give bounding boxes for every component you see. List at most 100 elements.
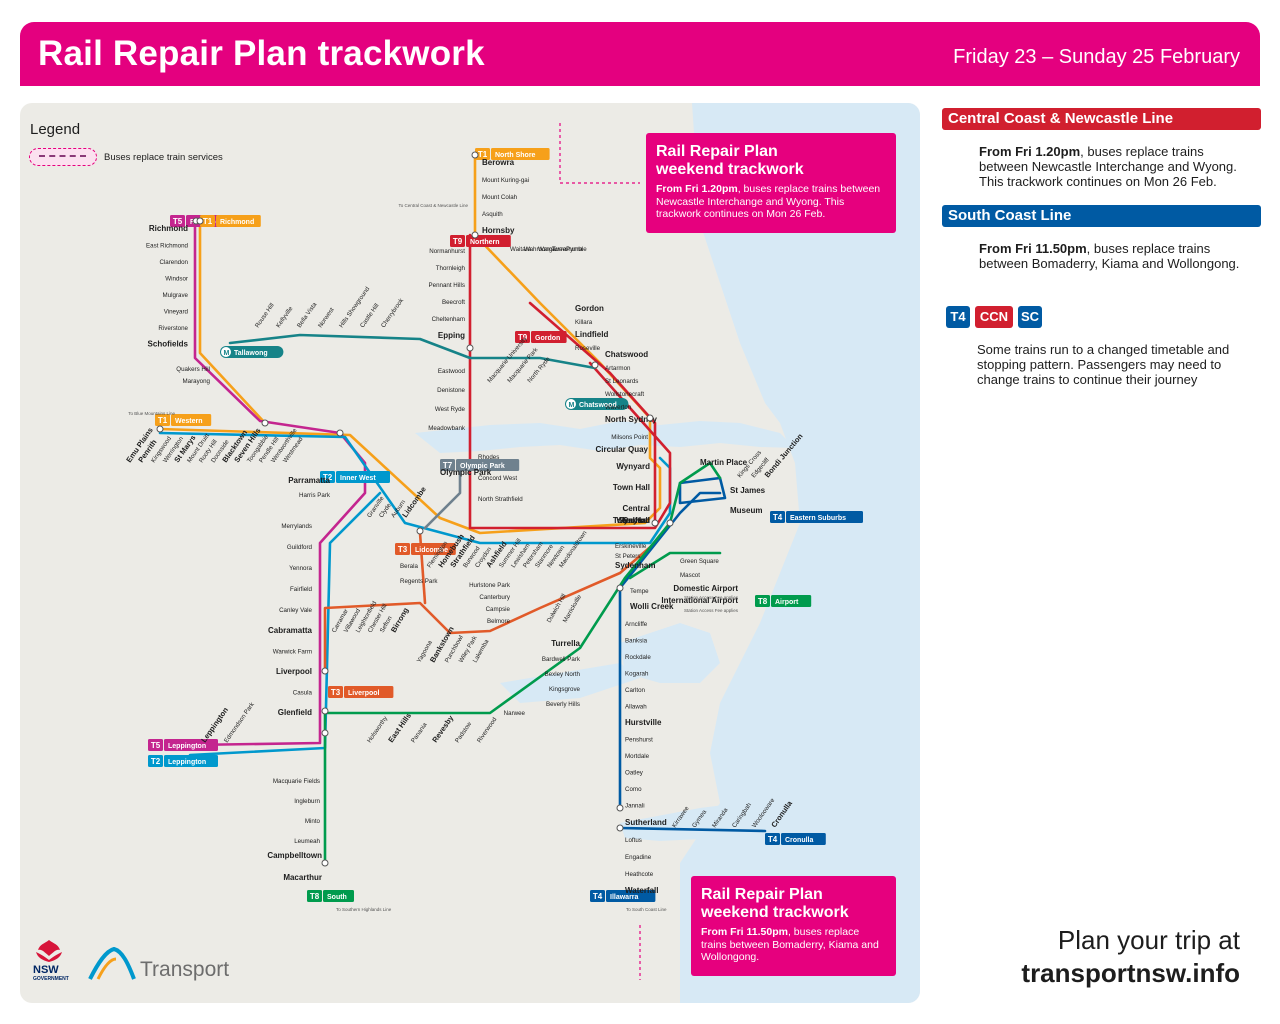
station-label[interactable]: Campsie <box>486 606 511 613</box>
station-label[interactable]: Cheltenham <box>432 316 465 323</box>
station-label[interactable]: Quakers Hill <box>176 366 210 373</box>
station-label[interactable]: Campbelltown <box>267 851 322 860</box>
station-label[interactable]: Windsor <box>165 276 188 283</box>
station-label[interactable]: Penshurst <box>625 737 653 744</box>
station-label[interactable]: Allawah <box>625 704 647 711</box>
interchange-marker[interactable] <box>196 217 204 225</box>
station-label[interactable]: West Ryde <box>435 406 466 413</box>
station-label[interactable]: Kingsgrove <box>549 686 581 693</box>
station-label[interactable]: Merrylands <box>281 523 312 530</box>
station-label[interactable]: Artarmon <box>605 365 631 372</box>
interchange-marker[interactable] <box>156 425 164 433</box>
station-label[interactable]: Como <box>625 786 642 793</box>
interchange-marker[interactable] <box>321 729 329 737</box>
station-label[interactable]: Kogarah <box>625 671 649 678</box>
station-label[interactable]: Mount Kuring-gai <box>482 177 529 184</box>
station-label[interactable]: Canley Vale <box>279 607 312 614</box>
station-label[interactable]: Banksia <box>625 638 648 645</box>
transport-url[interactable]: transportnsw.info <box>1021 958 1240 988</box>
station-label[interactable]: Meadowbank <box>428 425 466 432</box>
station-label[interactable]: Padstow <box>454 720 474 744</box>
station-label[interactable]: Beverly Hills <box>546 701 580 708</box>
station-label[interactable]: Waverton <box>605 404 632 411</box>
station-label[interactable]: Central <box>622 516 650 525</box>
station-label[interactable]: Tempe <box>630 588 649 595</box>
station-label[interactable]: North Strathfield <box>478 496 523 503</box>
station-label[interactable]: Mount Colah <box>482 194 518 201</box>
station-label[interactable]: Liverpool <box>276 667 312 676</box>
interchange-marker[interactable] <box>666 519 674 527</box>
interchange-marker[interactable] <box>321 667 329 675</box>
station-label[interactable]: Richmond <box>149 224 188 233</box>
station-label[interactable]: Rhodes <box>478 454 499 461</box>
station-label[interactable]: Cabramatta <box>268 626 313 635</box>
station-label[interactable]: Ingleburn <box>294 798 320 805</box>
station-label[interactable]: Riverstone <box>158 325 188 332</box>
interchange-marker[interactable] <box>471 231 479 239</box>
station-label[interactable]: Epping <box>438 331 465 340</box>
station-label[interactable]: Vineyard <box>164 309 189 316</box>
station-label[interactable]: Killara <box>575 319 593 326</box>
interchange-marker[interactable] <box>336 429 344 437</box>
station-label[interactable]: Kellyville <box>275 305 295 329</box>
station-label[interactable]: Green Square <box>680 558 719 565</box>
station-label[interactable]: Central <box>622 504 650 513</box>
station-label[interactable]: Town Hall <box>613 483 650 492</box>
station-label[interactable]: Canterbury <box>479 594 511 601</box>
interchange-marker[interactable] <box>261 419 269 427</box>
station-label[interactable]: Engadine <box>625 854 652 861</box>
station-label[interactable]: Lindfield <box>575 330 608 339</box>
station-label[interactable]: Circular Quay <box>596 445 649 454</box>
station-label[interactable]: Glenfield <box>278 708 312 717</box>
station-label[interactable]: Wynyard <box>616 516 650 525</box>
station-label[interactable]: Roseville <box>575 345 601 352</box>
station-label[interactable]: Gordon <box>575 304 604 313</box>
station-label[interactable]: Norwest <box>317 306 336 329</box>
station-label[interactable]: Bella Vista <box>296 301 319 329</box>
station-label[interactable]: Rockdale <box>625 654 651 661</box>
station-label[interactable]: Edmondson Park <box>223 701 256 745</box>
station-label[interactable]: Warwick Farm <box>273 649 312 656</box>
station-label[interactable]: Redfern <box>620 516 650 525</box>
station-label[interactable]: East Richmond <box>146 243 189 250</box>
station-label[interactable]: Mortdale <box>625 753 650 760</box>
station-label[interactable]: Rouse Hill <box>254 302 276 329</box>
station-label[interactable]: Macquarie Fields <box>273 778 320 785</box>
station-label[interactable]: Mulgrave <box>163 292 189 299</box>
station-label[interactable]: Schofields <box>148 340 189 349</box>
station-label[interactable]: Guildford <box>287 544 313 551</box>
station-label[interactable]: Marayong <box>182 378 210 385</box>
station-label[interactable]: Carlton <box>625 687 646 694</box>
station-label[interactable]: Panania <box>410 721 429 744</box>
station-label[interactable]: Asquith <box>482 211 503 218</box>
station-label[interactable]: Loftus <box>625 837 642 844</box>
interchange-marker[interactable] <box>471 151 479 159</box>
station-label[interactable]: Wollstonecraft <box>605 391 644 398</box>
station-label[interactable]: Regents Park <box>400 578 438 585</box>
interchange-marker[interactable] <box>651 519 659 527</box>
station-label[interactable]: Thornleigh <box>436 265 466 272</box>
station-label[interactable]: Oatley <box>625 770 644 777</box>
station-label[interactable]: Casula <box>293 690 313 697</box>
station-label[interactable]: Beecroft <box>442 299 465 306</box>
station-label[interactable]: Eastwood <box>438 368 466 375</box>
station-label[interactable]: Domestic Airport <box>673 584 738 593</box>
interchange-marker[interactable] <box>466 344 474 352</box>
station-label[interactable]: Harris Park <box>299 492 331 499</box>
station-label[interactable]: Yennora <box>289 565 312 572</box>
station-label[interactable]: Waterfall <box>625 886 659 895</box>
station-label[interactable]: Town Hall <box>613 516 650 525</box>
station-label[interactable]: Parramatta <box>288 476 330 485</box>
station-label[interactable]: Riverwood <box>476 716 499 744</box>
station-label[interactable]: Castle Hill <box>359 302 381 329</box>
station-label[interactable]: St James <box>730 486 766 495</box>
interchange-marker[interactable] <box>616 804 624 812</box>
station-label[interactable]: Waitara <box>510 246 532 253</box>
station-label[interactable]: Pennant Hills <box>429 282 465 289</box>
station-label[interactable]: Arncliffe <box>625 621 648 628</box>
station-label[interactable]: East Hills <box>386 711 413 744</box>
station-label[interactable]: Hurstville <box>625 718 662 727</box>
station-label[interactable]: Bardwell Park <box>542 656 581 663</box>
station-label[interactable]: St Leonards <box>605 378 638 385</box>
